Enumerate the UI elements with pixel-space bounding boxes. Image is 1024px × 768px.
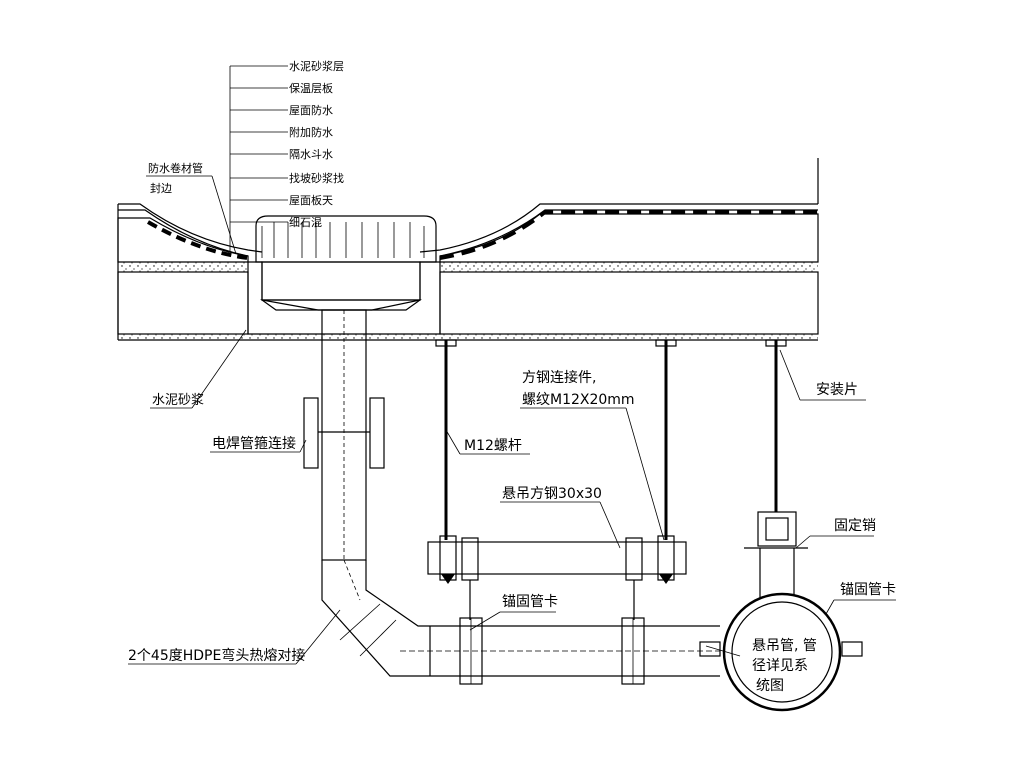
label-waterproof-coil-edge-1: 防水卷材管: [148, 161, 203, 175]
label-layer-gravel: 细石混: [289, 216, 322, 229]
square-steel-beam: [427, 535, 687, 620]
label-layer-cement-mortar-top: 水泥砂浆层: [289, 59, 344, 73]
label-cement-mortar: 水泥砂浆: [152, 393, 204, 408]
vertical-pipe: [303, 309, 385, 561]
label-layer-drain-stone: 隔水斗水: [289, 148, 333, 161]
label-pipe-note-3: 统图: [756, 678, 784, 694]
label-layer-cement-mortar-leveling: 找坡砂浆找: [289, 171, 344, 185]
label-hanging-square-steel: 悬吊方钢30x30: [502, 486, 602, 502]
label-pipe-note-2: 径详见系: [752, 658, 808, 674]
label-layer-roof-waterproof: 屋面防水: [289, 103, 333, 117]
label-square-steel-connector-2: 螺纹M12X20mm: [522, 392, 635, 408]
roof-slab: [117, 271, 819, 335]
label-layer-roof-slab: 屋面板天: [289, 193, 333, 207]
label-fixed-pin: 固定销: [834, 518, 876, 534]
label-elbow-note: 2个45度HDPE弯头热熔对接: [128, 647, 305, 664]
section-pipe: [699, 511, 863, 712]
horizontal-pipe: [321, 559, 720, 685]
label-square-steel-connector-1: 方钢连接件,: [522, 369, 596, 386]
label-anchor-pipe-clamp-right: 锚固管卡: [840, 582, 896, 598]
label-m12-bolt: M12螺杆: [464, 438, 522, 454]
hanging-rods: [435, 339, 787, 540]
leader-lines: [128, 65, 896, 665]
drain-head: [255, 215, 437, 311]
label-mounting-plate: 安装片: [816, 382, 858, 398]
cement-mortar-bed: [118, 261, 818, 341]
labels: 水泥砂浆层 保温层板 屋面防水 附加防水 隔水斗水 找坡砂浆找 屋面板天 细石混…: [128, 59, 896, 694]
label-pipe-note-1: 悬吊管, 管: [752, 638, 817, 654]
label-anchor-pipe-clamp-left: 锚固管卡: [502, 594, 558, 610]
top-layers: [117, 158, 819, 340]
label-waterproof-coil-edge-2: 封边: [150, 181, 172, 195]
label-electrofusion-coupling: 电焊管箍连接: [212, 435, 296, 452]
label-layer-additional-waterproof: 附加防水: [289, 125, 333, 139]
label-layer-insulation-board: 保温层板: [289, 81, 333, 95]
